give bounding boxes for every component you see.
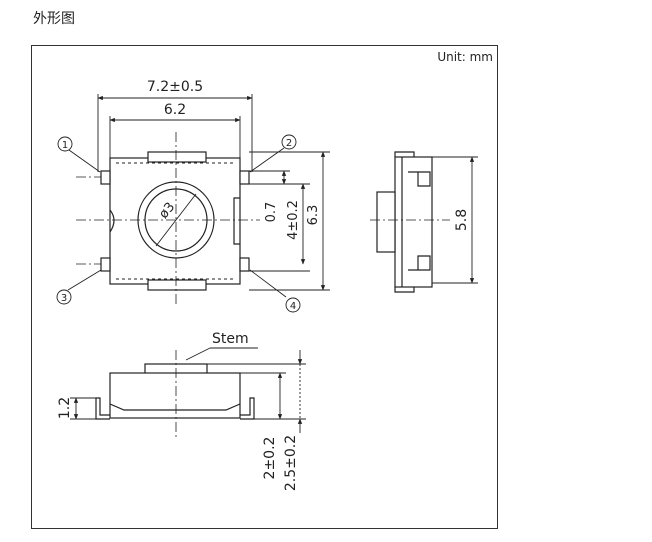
- terminal-1-circle: [57, 136, 73, 152]
- side-body: [394, 156, 433, 288]
- terminal-1-label: 1: [62, 140, 68, 151]
- dim-base-height: 1.2: [57, 397, 73, 419]
- dim-body-height: 6.3: [306, 205, 321, 226]
- front-body: [109, 372, 241, 419]
- dim-pin-pitch: 4±0.2: [286, 200, 301, 240]
- dim-stem-height-2: 2.5±0.2: [283, 435, 299, 491]
- dim-pin-offset: 0.7: [264, 202, 279, 223]
- front-lead-right: [240, 397, 255, 420]
- unit-label: Unit: mm: [437, 50, 493, 64]
- side-notch-right: [233, 197, 240, 245]
- cover-tab-top: [147, 151, 207, 163]
- pin-4: [239, 257, 250, 272]
- dim-stem-height-1: 2±0.2: [262, 437, 278, 480]
- page-heading: 外形图: [33, 11, 75, 27]
- dim-overall-width: 7.2±0.5: [147, 79, 203, 95]
- terminal-4-label: 4: [290, 301, 296, 312]
- terminal-callouts: [56, 134, 301, 313]
- front-base-cover: [109, 403, 241, 411]
- terminal-3-label: 3: [61, 293, 67, 304]
- top-view: [76, 132, 260, 305]
- side-notch-left: [109, 209, 115, 233]
- pin-1: [100, 170, 111, 185]
- dim-side-height: 5.8: [454, 209, 470, 231]
- terminal-2-circle: [281, 134, 297, 150]
- top-view-dimension-text: 7.2±0.5 6.2 ø3 0.7 4±0.2 6.3: [147, 79, 321, 240]
- dim-body-width: 6.2: [164, 102, 186, 118]
- pin-2: [239, 170, 250, 185]
- cover-tab-bottom: [147, 279, 207, 291]
- terminal-3-circle: [56, 289, 72, 305]
- terminal-2-label: 2: [286, 138, 292, 149]
- pin-3: [100, 257, 111, 272]
- side-view: [370, 151, 450, 293]
- stem-label: Stem: [212, 331, 249, 347]
- terminal-4-circle: [285, 297, 301, 313]
- front-lead-left: [95, 397, 110, 420]
- side-button: [376, 191, 396, 253]
- front-view: [95, 350, 255, 440]
- drawing-frame: Unit: mm: [31, 45, 498, 529]
